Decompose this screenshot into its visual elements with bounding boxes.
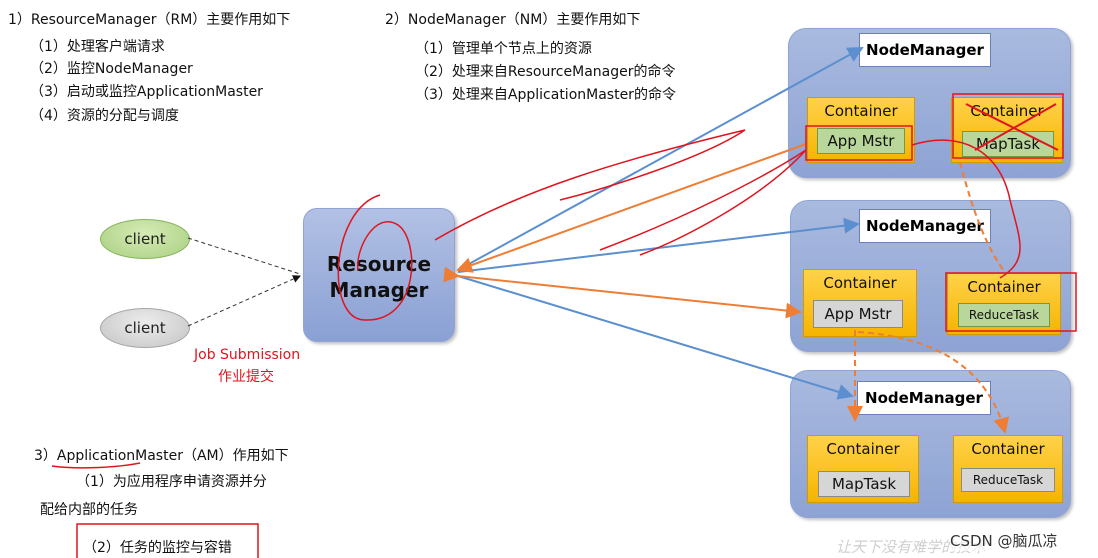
node-1-nm-label: NodeManager: [859, 33, 991, 67]
node-2-container-1: Container App Mstr: [803, 269, 917, 337]
am-heading-suffix: （AM）作用如下: [182, 448, 289, 464]
rm-item-3: （3）启动或监控ApplicationMaster: [30, 84, 263, 100]
red-scribble-rm: [337, 194, 413, 321]
node-1-container-1: Container App Mstr: [807, 97, 915, 163]
rm-item-4: （4）资源的分配与调度: [30, 108, 179, 124]
nm-section-heading: 2）NodeManager（NM）主要作用如下: [385, 12, 641, 28]
rm-to-node-3-arrow: [457, 275, 854, 400]
node-1: NodeManager Container App Mstr Container…: [788, 28, 1071, 178]
red-highlight-am-item-2: [76, 523, 259, 558]
node-3-container-2: Container ReduceTask: [953, 435, 1063, 503]
node-2-app-mstr: App Mstr: [813, 300, 903, 328]
am-item-2: （2）任务的监控与容错: [83, 540, 232, 556]
rm-label-line-2: Manager: [329, 278, 429, 302]
node-3-reducetask: ReduceTask: [961, 468, 1055, 492]
node-1-app-mstr: App Mstr: [817, 128, 905, 154]
client-1-to-rm-connector: [187, 237, 301, 275]
node-3-container-1: Container MapTask: [807, 435, 919, 503]
red-scribble-right: [911, 139, 1021, 279]
node-2-container-2-label: Container: [967, 278, 1041, 296]
client-2: client: [100, 308, 190, 348]
job-submission-zh: 作业提交: [218, 369, 274, 385]
node-1-container-1-label: Container: [824, 102, 898, 120]
node-3-nm-label: NodeManager: [857, 381, 991, 415]
node-2: NodeManager Container App Mstr Container…: [790, 200, 1071, 352]
nm-item-1: （1）管理单个节点上的资源: [415, 41, 592, 57]
nm-item-2: （2）处理来自ResourceManager的命令: [415, 64, 676, 80]
app-mstr-2-to-reducetask-3: [857, 331, 1010, 434]
rm-to-app-mstr-2-arrow: [443, 266, 802, 319]
csdn-watermark: CSDN @脑瓜凉: [950, 530, 1058, 551]
red-highlight-container-maptask-1: [952, 93, 1064, 159]
node-2-container-2: Container ReduceTask: [947, 273, 1061, 335]
node-3-container-1-label: Container: [826, 440, 900, 458]
app-mstr-1-to-rm-arrow: [456, 143, 807, 273]
maptask-1-to-reducetask-2: [959, 161, 1006, 273]
resource-manager-label: Resource Manager: [304, 251, 454, 303]
nm-item-3: （3）处理来自ApplicationMaster的命令: [415, 87, 676, 103]
am-heading-prefix: 3）: [34, 448, 57, 464]
red-underline-am-term: [51, 462, 141, 469]
client-2-to-rm-connector: [187, 275, 301, 327]
client-1: client: [100, 219, 190, 259]
red-cross-maptask-1: [965, 103, 1059, 151]
am-item-1-line-2: 配给内部的任务: [40, 502, 138, 518]
red-highlight-app-mstr-1: [805, 125, 913, 161]
node-3-maptask: MapTask: [818, 471, 910, 497]
am-heading-term: ApplicationMaster: [56, 448, 183, 464]
red-scribble-upper: [434, 129, 746, 241]
rm-to-node-1-arrow: [457, 47, 864, 271]
node-2-nm-label: NodeManager: [859, 209, 991, 243]
rm-section-heading: 1）ResourceManager（RM）主要作用如下: [8, 12, 291, 28]
rm-item-2: （2）监控NodeManager: [30, 61, 193, 77]
red-scribble-lower: [599, 149, 807, 256]
red-highlight-container-reducetask-2: [945, 272, 1077, 332]
rm-item-1: （1）处理客户端请求: [30, 39, 165, 55]
node-3-container-2-label: Container: [971, 440, 1045, 458]
node-2-container-1-label: Container: [823, 274, 897, 292]
am-section-heading: 3）ApplicationMaster（AM）作用如下: [34, 445, 289, 465]
resource-manager-box: Resource Manager: [303, 208, 455, 342]
bottom-faded-slogan: 让天下没有难学的技术: [836, 538, 987, 556]
am-item-1-line-1: （1）为应用程序申请资源并分: [76, 474, 267, 490]
node-2-reducetask: ReduceTask: [958, 303, 1050, 327]
rm-label-line-1: Resource: [326, 252, 432, 276]
job-submission-en: Job Submission: [194, 347, 301, 363]
